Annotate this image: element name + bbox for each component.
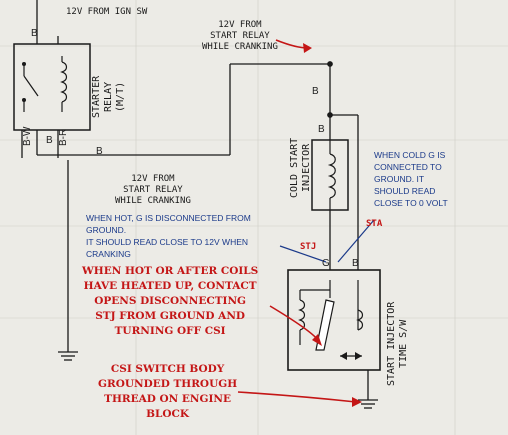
wire-label-g: G (322, 258, 330, 269)
hot-coils-note: WHEN HOT OR AFTER COILS HAVE HEATED UP, … (82, 265, 259, 337)
ground-symbols (58, 351, 378, 409)
wire-label-bw: B-W (22, 126, 33, 146)
wire-label-b-injector: B (318, 124, 325, 135)
wire-label-b-top: B (31, 28, 38, 39)
hot-g-note: WHEN HOT, G IS DISCONNECTED FROM GROUND.… (86, 213, 251, 259)
stj-label: STJ (300, 242, 317, 252)
red-arrowheads (303, 43, 362, 407)
cold-start-injector-box (311, 139, 349, 211)
wire-label-b-bus: B (96, 146, 103, 157)
blue-leaders (279, 219, 375, 263)
ign-sw-label: 12V FROM IGN SW (66, 7, 148, 17)
time-switch-box (287, 269, 381, 371)
starter-relay-label: STARTER RELAY (M/T) (91, 75, 126, 118)
wire-label-b-relay: B (46, 135, 53, 146)
wire-label-b-junction: B (312, 86, 319, 97)
relay-cranking-label-left: 12V FROM START RELAY WHILE CRANKING (115, 174, 191, 206)
csi-ground-note: CSI SWITCH BODY GROUNDED THROUGH THREAD … (98, 363, 238, 420)
wire-label-br: B-R (58, 128, 69, 146)
starter-relay-box (13, 43, 91, 131)
cold-g-note: WHEN COLD G IS CONNECTED TO GROUND. IT S… (374, 150, 448, 208)
sta-label: STA (366, 219, 383, 229)
wires (21, 0, 369, 400)
time-switch-label: START INJECTOR TIME S/W (386, 301, 409, 386)
red-arrows (237, 39, 357, 403)
cold-start-injector-label: COLD START INJECTOR (289, 137, 312, 198)
wire-label-b-switch: B (352, 258, 359, 269)
relay-cranking-label-top: 12V FROM START RELAY WHILE CRANKING (202, 20, 278, 52)
